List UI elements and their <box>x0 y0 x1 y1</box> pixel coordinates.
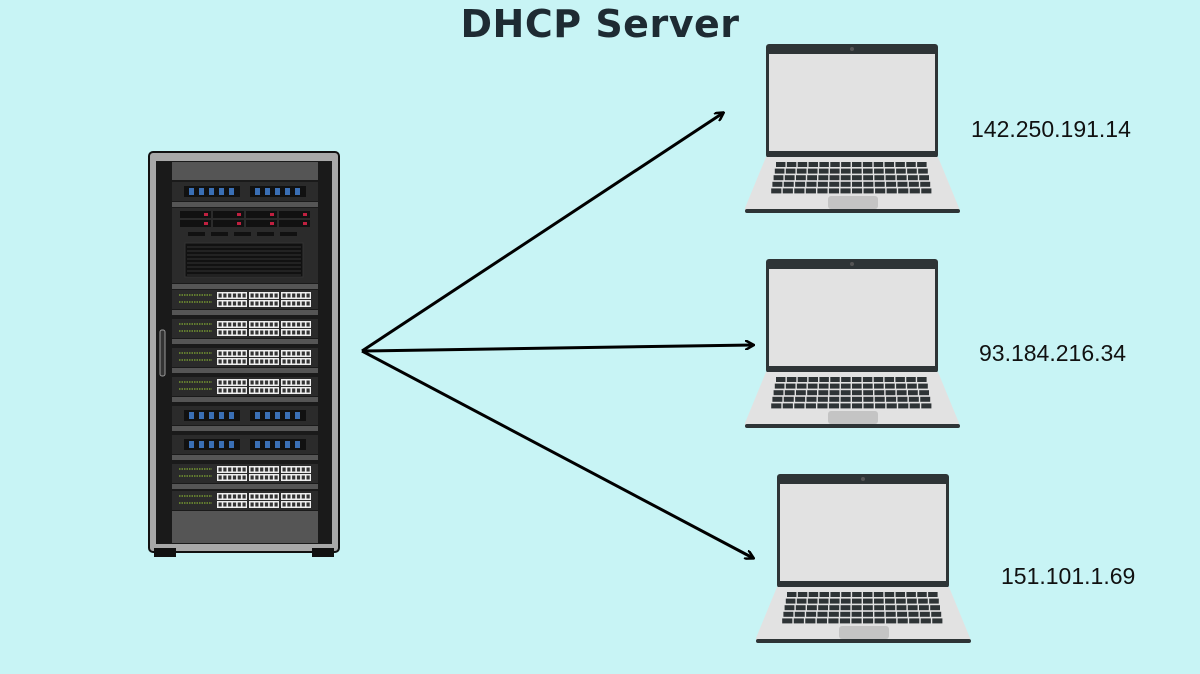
arrow-to-client-2 <box>361 345 753 353</box>
arrow-to-client-3 <box>361 349 753 558</box>
client-2-ip: 93.184.216.34 <box>979 340 1127 366</box>
arrows <box>361 113 753 558</box>
laptop-icon <box>756 474 971 643</box>
arrow-to-client-1 <box>361 113 723 353</box>
page-title: DHCP Server <box>460 2 740 46</box>
laptop-icon <box>745 259 960 428</box>
client-1-ip: 142.250.191.14 <box>971 116 1131 142</box>
client-3-ip: 151.101.1.69 <box>1001 563 1136 589</box>
server-rack-icon <box>148 151 340 557</box>
laptop-icon <box>745 44 960 213</box>
